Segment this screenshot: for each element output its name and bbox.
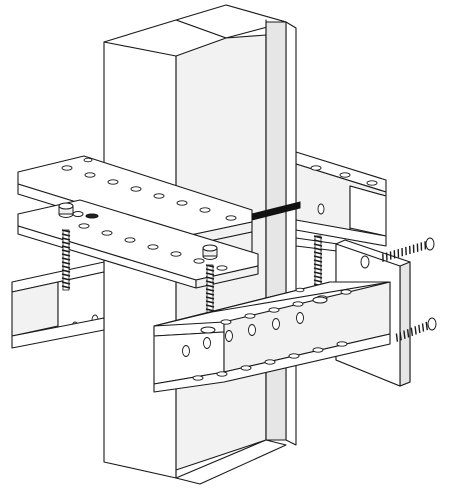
lower-beam-left (11, 261, 105, 349)
spring-bolt-upper (382, 237, 435, 262)
spring-bolt-lower (395, 317, 437, 342)
lower-beam-front (153, 281, 391, 393)
through-rod (251, 201, 301, 221)
threaded-rod-left (61, 229, 71, 291)
bolt-head-1 (360, 255, 370, 269)
upper-beam-right (295, 151, 387, 253)
